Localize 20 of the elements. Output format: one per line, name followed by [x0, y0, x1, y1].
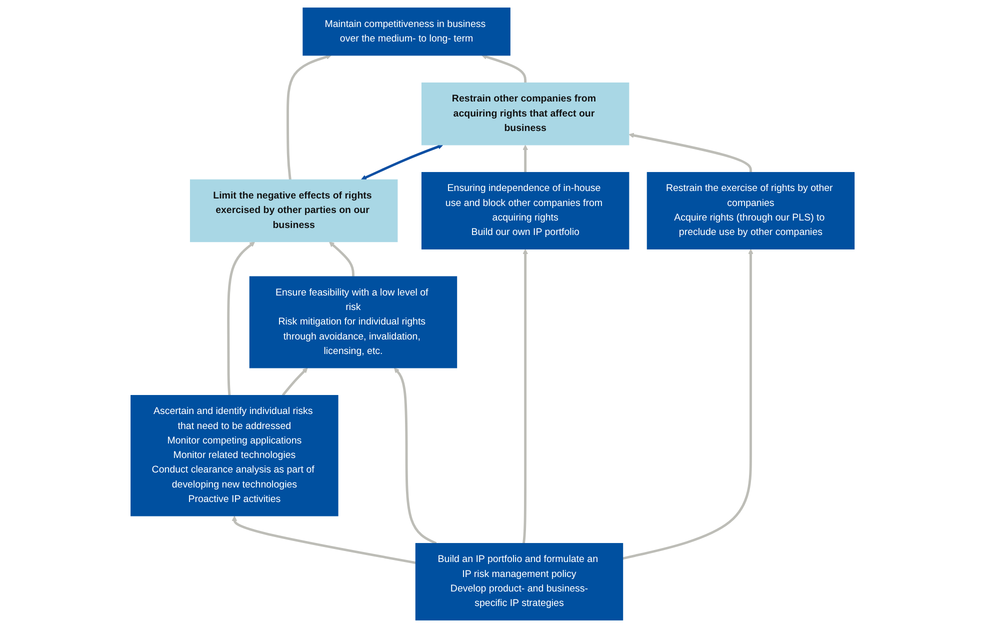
arrow — [232, 516, 416, 564]
arrow — [622, 248, 754, 560]
arrow — [282, 368, 308, 396]
arrow — [482, 54, 527, 83]
node-box: Ascertain and identify individual risks that need to be addressed Monitor competing applications Monitor related technologies Conduct clearance analysis as part of developing new technologies Proactive IP activities — [130, 395, 339, 516]
arrow — [629, 132, 752, 172]
node-box: Build an IP portfolio and formulate an IP risk management policy Develop product- and business-specific IP strategies — [416, 543, 624, 620]
node-box: Restrain other companies from acquiring rights that affect our business — [422, 82, 630, 146]
arrow — [286, 54, 332, 180]
node-box: Ensuring independence of in-house use and block other companies from acquiring rights Build our own IP portfolio — [422, 172, 630, 250]
arrow — [523, 144, 528, 172]
node-box: Limit the negative effects of rights exercised by other parties on our business — [190, 179, 398, 242]
arrow — [329, 242, 355, 277]
node-box: Restrain the exercise of rights by other companies Acquire rights (through our PLS) to preclude use by other companies — [647, 172, 855, 250]
node-box: Ensure feasibility with a low level of risk Risk mitigation for individual rights through avoidance, invalidation, licensing, etc. — [250, 276, 458, 368]
arrow — [394, 368, 438, 544]
arrow — [228, 242, 256, 396]
arrow — [361, 144, 444, 180]
node-box: Maintain competitiveness in business over the medium- to long- term — [303, 8, 511, 56]
arrow — [522, 248, 528, 544]
